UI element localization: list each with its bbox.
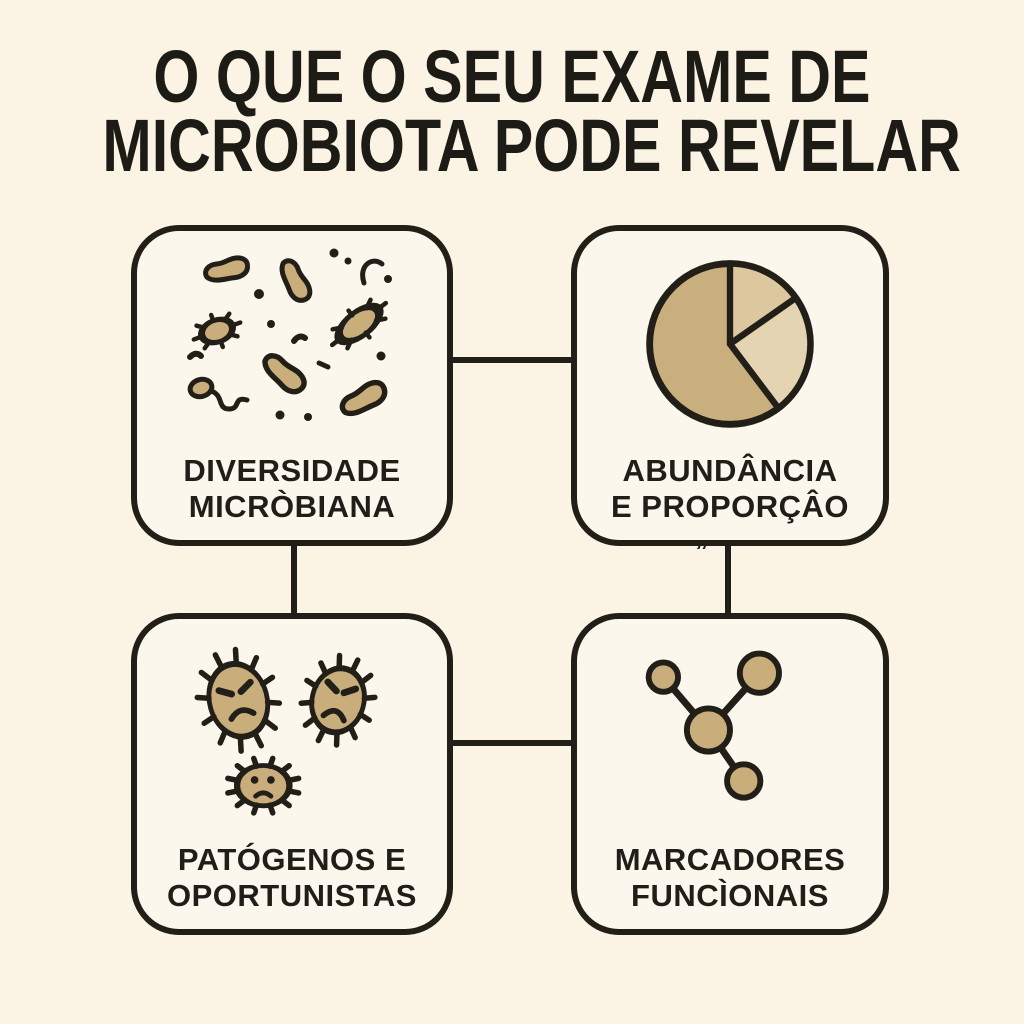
label-line-1: ABUNDÂNCIA — [622, 453, 838, 488]
label-line-2: FUNCÌONAIS — [631, 878, 829, 913]
connector-bottom-horizontal — [450, 740, 574, 746]
title-line-2: MICROBIOTA PODE REVELAR — [102, 104, 961, 187]
label-line-2: MICRÒBIANA — [188, 489, 396, 524]
label-line-2: E PROPORÇÂO — [610, 489, 850, 524]
label-line-2: OPORTUNISTAS — [167, 878, 417, 913]
label-line-1: DIVERSIDADE — [183, 453, 401, 488]
molecule-network-icon — [577, 619, 883, 842]
title-line-1: O QUE O SEU EXAME DE — [153, 35, 871, 118]
connector-top-horizontal — [450, 357, 574, 363]
card-label-abundancia: ABUNDÂNCIA E PROPORÇÂO — [611, 453, 849, 525]
bacteria-field-icon — [137, 231, 447, 453]
pie-chart-icon — [577, 231, 883, 453]
card-label-marcadores: MARCADORES FUNCÌONAIS — [615, 842, 846, 914]
label-line-1: PATÓGENOS E — [177, 842, 407, 877]
connector-left-vertical — [291, 543, 297, 616]
card-abundancia-proporcao: ABUNDÂNCIA E PROPORÇÂO „ — [571, 225, 889, 551]
card-label-patogenos: PATÓGENOS E OPORTUNISTAS — [167, 842, 417, 914]
page-title: O QUE O SEU EXAME DE MICROBIOTA PODE REV… — [0, 35, 1024, 187]
card-marcadores-funcionais: MARCADORES FUNCÌONAIS — [571, 613, 889, 935]
card-patogenos-oportunistas: PATÓGENOS E OPORTUNISTAS — [131, 613, 453, 935]
label-line-1: MARCADORES — [614, 842, 846, 877]
connector-right-vertical — [725, 543, 731, 616]
stray-cedilla-mark: „ — [695, 521, 708, 551]
card-diversidade-microbiana: DIVERSIDADE MICRÒBIANA — [131, 225, 453, 546]
card-label-diversidade: DIVERSIDADE MICRÒBIANA — [183, 453, 400, 525]
angry-germs-icon — [137, 619, 447, 842]
